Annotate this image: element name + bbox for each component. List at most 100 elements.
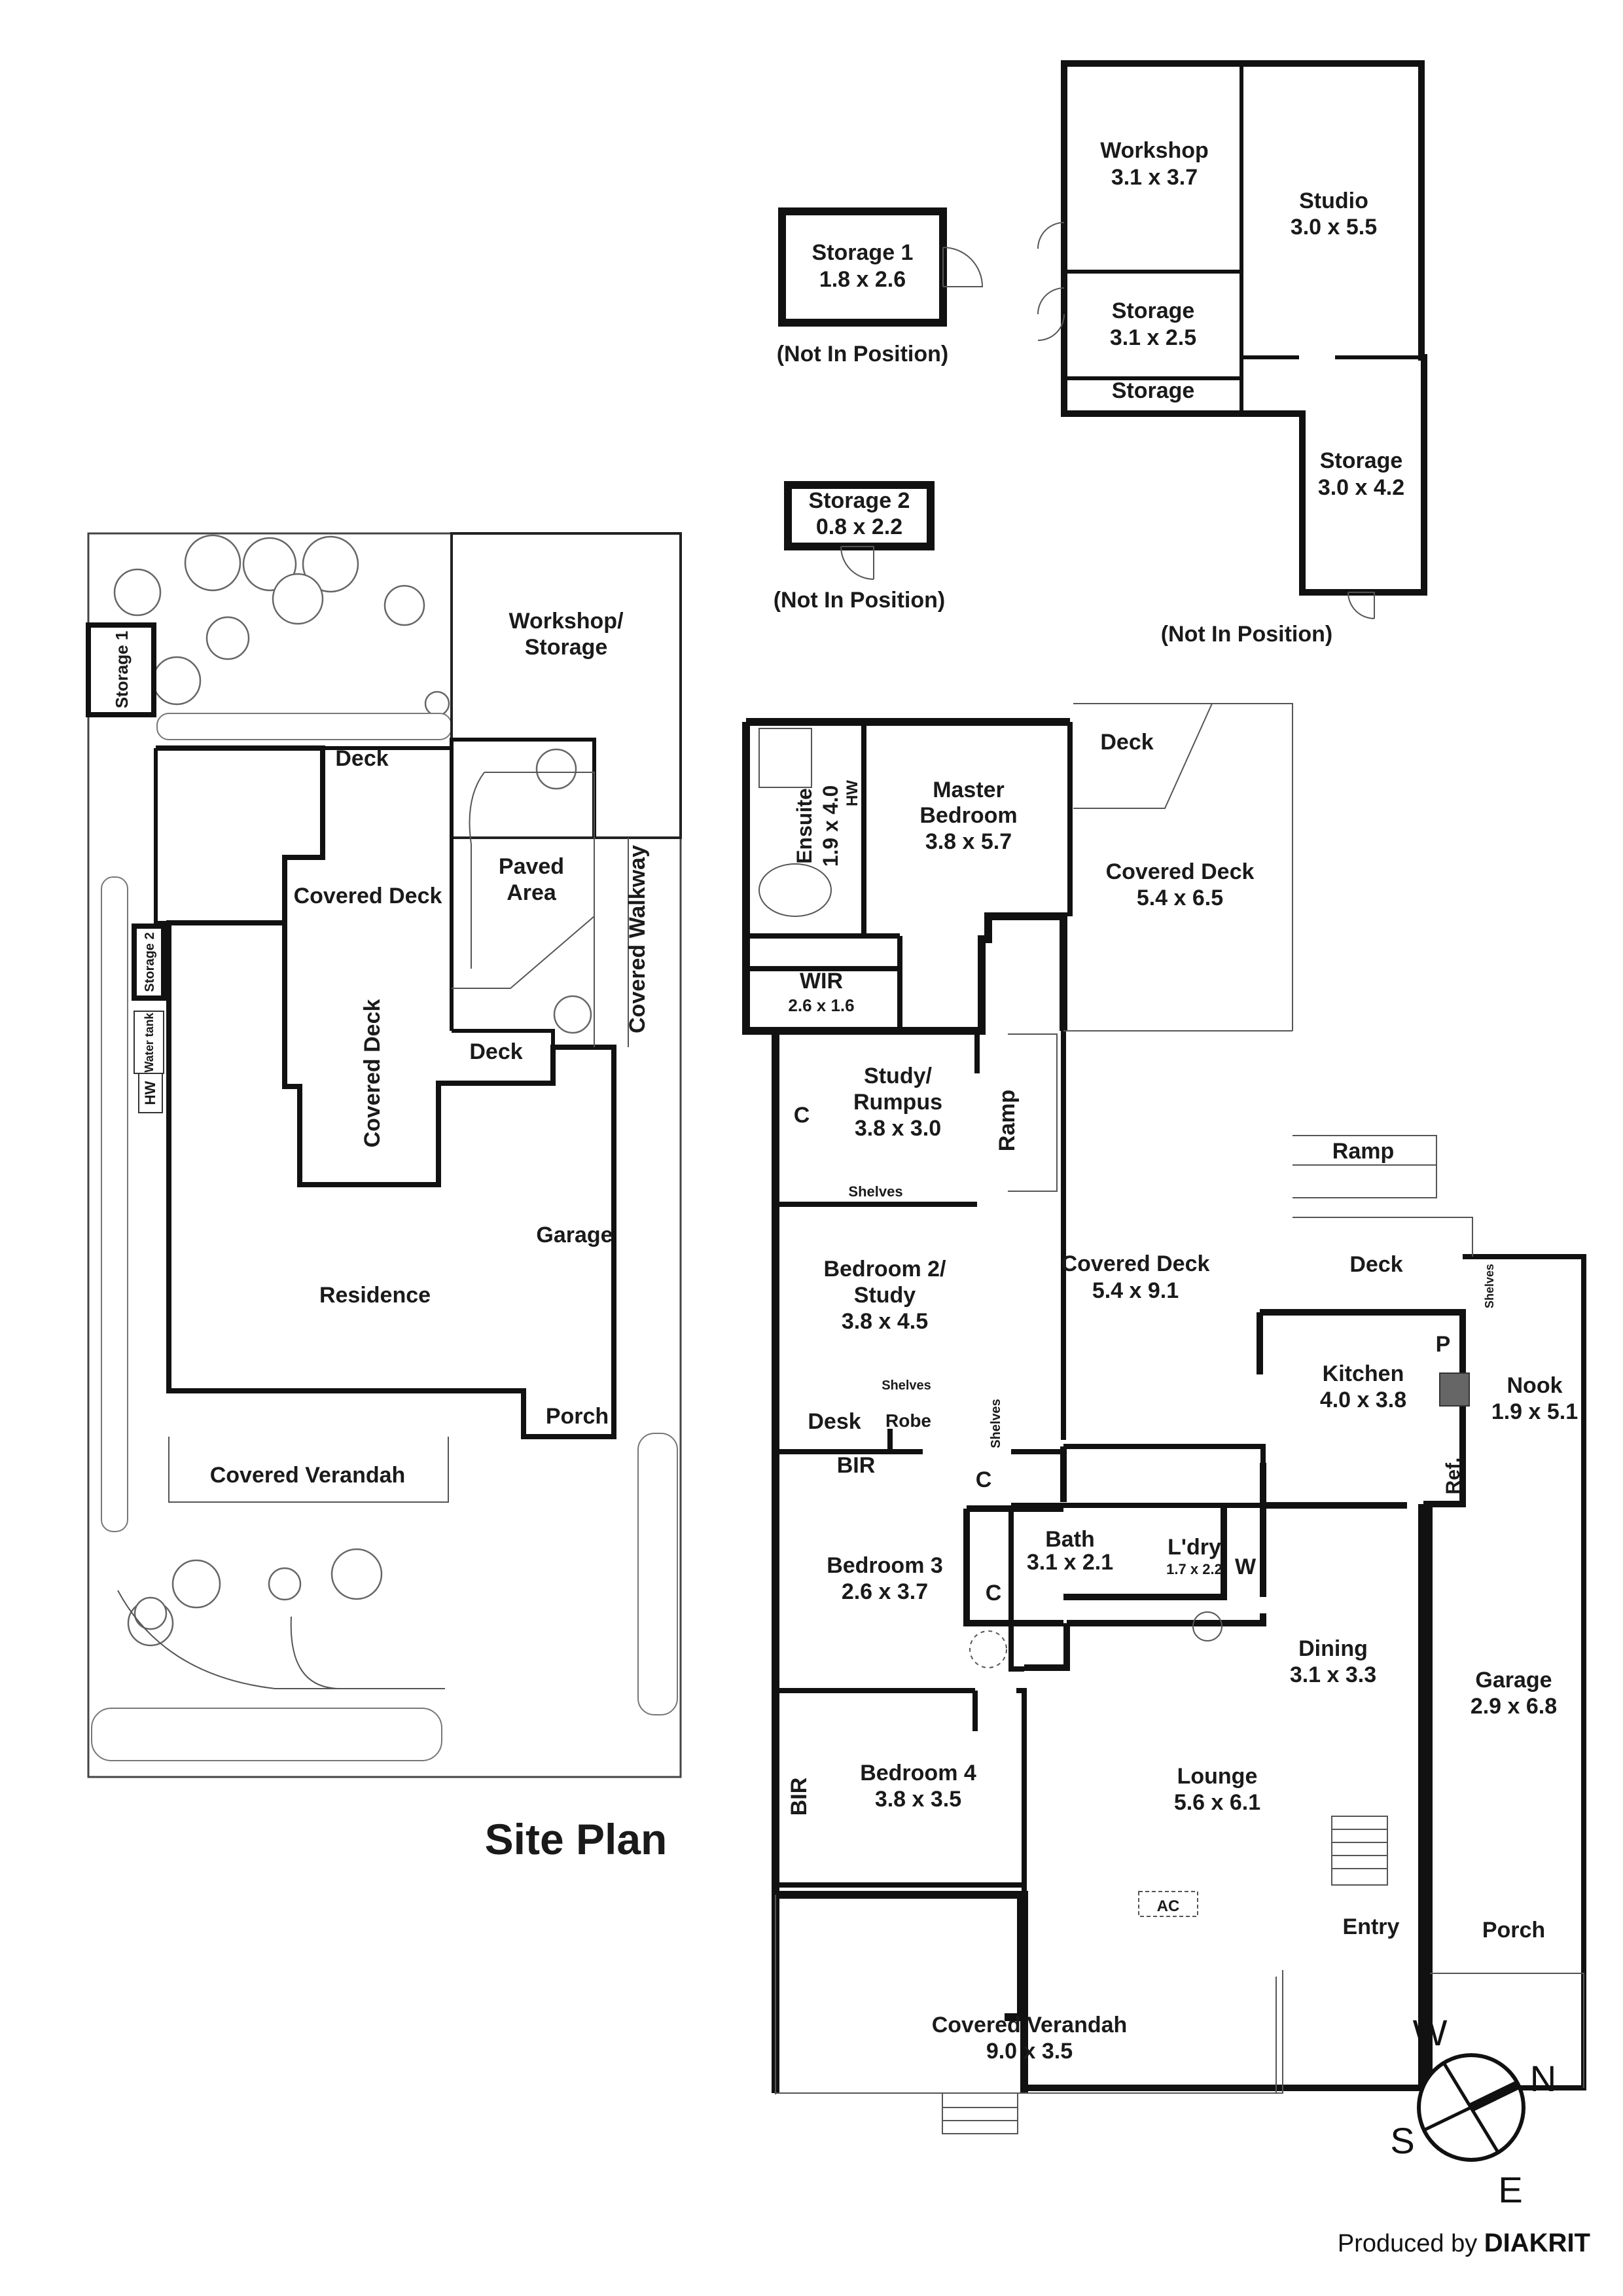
site-deck-top: Deck bbox=[335, 746, 388, 771]
master-name2: Bedroom bbox=[919, 803, 1017, 828]
site-storage1-label: Storage 1 bbox=[112, 631, 132, 709]
main-master-walls bbox=[743, 722, 1073, 1031]
compass-needle bbox=[1469, 2080, 1521, 2112]
storage2-dims: 0.8 x 2.2 bbox=[816, 514, 902, 539]
compass-e: E bbox=[1498, 2169, 1522, 2210]
site-covered-deck-h: Covered Deck bbox=[294, 884, 442, 908]
bed2-name2: Study bbox=[854, 1283, 916, 1308]
outbuildings-note: (Not In Position) bbox=[1161, 622, 1333, 647]
storage1-name: Storage 1 bbox=[812, 240, 914, 265]
site-garage: Garage bbox=[536, 1223, 613, 1247]
bed3-name: Bedroom 3 bbox=[827, 1553, 943, 1578]
ref-label: Ref. bbox=[1442, 1458, 1464, 1495]
bed2-name1: Bedroom 2/ bbox=[823, 1257, 946, 1282]
garage-name: Garage bbox=[1475, 1668, 1552, 1693]
ensuite-shower bbox=[758, 728, 812, 788]
site-plan: Storage 1 Storage 2 Water tank HW Worksh… bbox=[86, 532, 682, 1863]
main-stairs bbox=[1331, 1816, 1388, 1886]
site-paved-2: Area bbox=[507, 880, 557, 905]
study-name1: Study/ bbox=[864, 1064, 932, 1088]
site-garden-path bbox=[117, 1590, 445, 1689]
hedges bbox=[91, 713, 678, 1761]
bath-name: Bath bbox=[1045, 1527, 1095, 1552]
site-verandah bbox=[168, 1437, 449, 1503]
workshop-name: Workshop bbox=[1100, 138, 1209, 163]
site-residence: Residence bbox=[319, 1283, 431, 1308]
verandah-name: Covered Verandah bbox=[932, 2013, 1128, 2037]
ramp-horizontal: Ramp bbox=[1332, 1139, 1394, 1164]
storage2-name: Storage 2 bbox=[809, 488, 910, 513]
storage1-dims: 1.8 x 2.6 bbox=[819, 267, 906, 292]
storage-c-door bbox=[1347, 592, 1375, 619]
covered-deck1-name: Covered Deck bbox=[1106, 859, 1255, 884]
dining-name: Dining bbox=[1298, 1636, 1368, 1661]
workshop-complex-outline bbox=[1061, 60, 1427, 596]
credit-brand: DIAKRIT bbox=[1484, 2229, 1590, 2257]
site-hw-label: HW bbox=[142, 1081, 158, 1105]
ac-label: AC bbox=[1157, 1897, 1180, 1915]
studio-dims: 3.0 x 5.5 bbox=[1291, 215, 1377, 240]
site-workshop-label2: Storage bbox=[525, 635, 608, 660]
site-covered-walkway: Covered Walkway bbox=[625, 845, 650, 1033]
main-verandah-outline bbox=[775, 1895, 1283, 2094]
storage-a-name: Storage bbox=[1112, 298, 1195, 323]
credit-text: Produced by DIAKRIT bbox=[1338, 2229, 1590, 2257]
main-exterior-walls bbox=[742, 718, 1070, 2093]
site-porch: Porch bbox=[546, 1404, 609, 1429]
deck-top: Deck bbox=[1100, 730, 1153, 755]
compass-n: N bbox=[1530, 2058, 1556, 2099]
kitchen-name: Kitchen bbox=[1323, 1361, 1404, 1386]
laundry-dims: 1.7 x 2.2 bbox=[1166, 1561, 1222, 1577]
site-house-outline bbox=[154, 748, 169, 925]
site-storage2 bbox=[132, 924, 166, 1001]
bir2-label: BIR bbox=[787, 1778, 812, 1816]
cooktop bbox=[1439, 1372, 1470, 1407]
storage-a-dims: 3.1 x 2.5 bbox=[1110, 325, 1196, 350]
wir-dims: 2.6 x 1.6 bbox=[788, 996, 854, 1015]
bed4-name: Bedroom 4 bbox=[860, 1761, 976, 1785]
porch-label: Porch bbox=[1482, 1918, 1545, 1943]
main-verandah-steps bbox=[942, 2093, 1018, 2134]
main-walls-medium bbox=[773, 1031, 1266, 2093]
kitchen-dims: 4.0 x 3.8 bbox=[1320, 1388, 1406, 1412]
master-name1: Master bbox=[933, 778, 1005, 802]
washer-label: W bbox=[1235, 1554, 1257, 1579]
robe-shelves: Shelves bbox=[882, 1378, 931, 1393]
pantry-label: P bbox=[1436, 1332, 1451, 1357]
cupboard-c2: C bbox=[976, 1467, 992, 1492]
bed4-dims: 3.8 x 3.5 bbox=[875, 1787, 961, 1812]
wir-name: WIR bbox=[800, 969, 843, 994]
cupboard-c3: C bbox=[986, 1581, 1002, 1605]
credit: Produced by DIAKRIT bbox=[1338, 2229, 1590, 2257]
site-storage1 bbox=[86, 622, 156, 717]
entry-light bbox=[969, 1630, 1007, 1668]
bath-dims: 3.1 x 2.1 bbox=[1027, 1550, 1113, 1575]
dining-table bbox=[1192, 1611, 1222, 1641]
lounge-dims: 5.6 x 6.1 bbox=[1174, 1790, 1260, 1815]
robe-label: Robe bbox=[885, 1410, 931, 1431]
nook-dims: 1.9 x 5.1 bbox=[1491, 1399, 1578, 1424]
site-boundary bbox=[87, 532, 682, 1778]
ensuite-dims: 1.9 x 4.0 bbox=[819, 785, 842, 867]
storage1-door bbox=[942, 247, 984, 287]
site-plan-title: Site Plan bbox=[485, 1815, 668, 1863]
site-trees bbox=[113, 534, 592, 1647]
ac-unit bbox=[1138, 1891, 1198, 1917]
storage-c-name: Storage bbox=[1320, 448, 1403, 473]
main-floor-plan: Ensuite 1.9 x 4.0 HW Master Bedroom 3.8 … bbox=[742, 703, 1586, 2134]
storage-c-dims: 3.0 x 4.2 bbox=[1318, 475, 1404, 500]
workshop-dims: 3.1 x 3.7 bbox=[1111, 165, 1198, 190]
site-covered-verandah: Covered Verandah bbox=[210, 1463, 406, 1488]
study-dims: 3.8 x 3.0 bbox=[855, 1116, 941, 1141]
bed3-dims: 2.6 x 3.7 bbox=[842, 1579, 928, 1604]
entry-label: Entry bbox=[1343, 1914, 1400, 1939]
covered-deck2-dims: 5.4 x 9.1 bbox=[1092, 1278, 1179, 1303]
study-name2: Rumpus bbox=[853, 1090, 942, 1115]
storage-b-name: Storage bbox=[1112, 378, 1195, 403]
outbuildings: Storage 1 1.8 x 2.6 (Not In Position) St… bbox=[774, 60, 1427, 647]
covered-deck1-dims: 5.4 x 6.5 bbox=[1137, 886, 1223, 910]
site-water-tank-label: Water tank bbox=[143, 1012, 156, 1072]
bir1-label: BIR bbox=[837, 1453, 876, 1478]
compass-w: W bbox=[1413, 2012, 1448, 2053]
